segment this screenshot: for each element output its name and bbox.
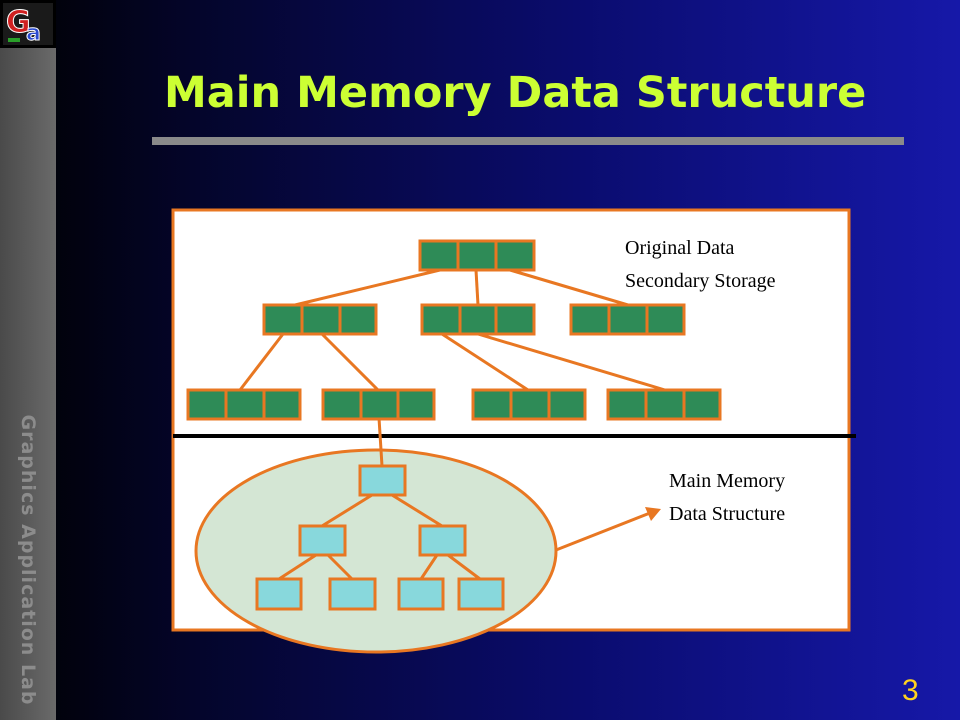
- memory-tree-edges: [278, 493, 481, 581]
- label-original-line2: Secondary Storage: [625, 270, 776, 292]
- label-memory-line1: Main Memory: [669, 470, 785, 492]
- page-number: 3: [902, 674, 919, 707]
- level2-node-1: [186, 388, 302, 421]
- tree-nodes: [186, 239, 722, 421]
- level2-node-3: [471, 388, 587, 421]
- memory-leaf-1: [255, 577, 303, 611]
- svg-text:G: G: [6, 5, 31, 40]
- arrowhead-icon: [645, 507, 661, 521]
- level1-node-middle: [420, 303, 536, 336]
- level1-node-left: [262, 303, 378, 336]
- memory-leaf-3: [397, 577, 445, 611]
- level2-node-2: [321, 388, 436, 421]
- level1-node-right: [569, 303, 686, 336]
- label-original-line1: Original Data: [625, 237, 735, 259]
- memory-node-l1-left: [298, 524, 347, 557]
- svg-text:a: a: [26, 21, 41, 46]
- slide-title: Main Memory Data Structure: [164, 68, 867, 118]
- lab-logo-icon: G a: [0, 0, 56, 48]
- tree-edges: [238, 268, 666, 392]
- memory-leaf-4: [457, 577, 505, 611]
- root-node: [418, 239, 536, 272]
- memory-root-node: [358, 464, 407, 497]
- memory-leaf-2: [328, 577, 377, 611]
- memory-arrow: [555, 511, 651, 552]
- label-memory-line2: Data Structure: [669, 503, 785, 525]
- title-underline: [152, 137, 904, 145]
- level2-node-4: [606, 388, 722, 421]
- memory-node-l1-right: [418, 524, 467, 557]
- memory-tree-nodes: [255, 464, 505, 611]
- sidebar: G a Graphics Application Lab: [0, 0, 56, 720]
